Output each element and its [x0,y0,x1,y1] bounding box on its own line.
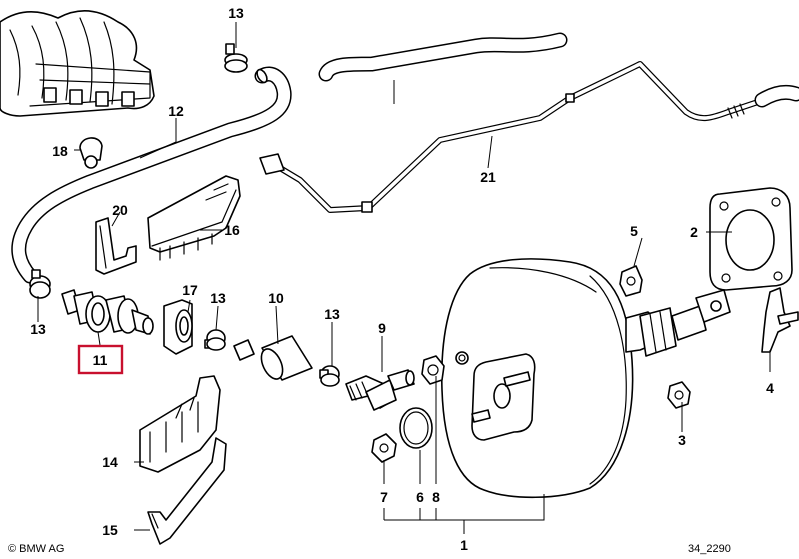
callout-8: 8 [432,489,440,505]
bracket-19 [95,217,137,275]
callout-15: 16 [224,222,240,238]
callout-13-left: 13 [30,321,46,337]
leader-lines [37,22,771,534]
callout-5: 5 [630,223,638,239]
hose-clamp-13-top [224,43,248,73]
callout-7: 7 [380,489,388,505]
callout-17: 17 [182,282,198,298]
callout-13-mid: 13 [210,290,226,306]
clip-nut-5 [619,265,643,297]
hose-10 [260,335,313,381]
hose-clamp-13-right [319,365,340,387]
copyright-text: © BMW AG [8,543,64,555]
o-ring-6 [399,407,433,449]
clip-18 [79,137,103,169]
callout-10: 10 [268,290,284,306]
callout-16: 15 [102,522,118,538]
bracket-14 [139,375,221,473]
nut-3 [667,381,691,409]
highlight-box-part-11 [77,344,124,375]
callout-12: 12 [168,103,184,119]
callout-20: 21 [480,169,496,185]
gasket-2 [709,187,793,291]
drawing-number: 34_2290 [688,543,731,555]
callout-14: 14 [102,454,118,470]
callout-4: 4 [766,380,774,396]
callout-6: 6 [416,489,424,505]
callout-13-top: 13 [228,5,244,21]
holder-15 [147,175,241,261]
hose-clamp-13-left [29,269,51,299]
elbow-fitting-9 [345,369,415,411]
vacuum-hose-12 [11,66,292,284]
nut-7 [371,433,397,463]
pipe-20 [259,61,799,213]
grommet-17 [163,299,193,355]
brake-booster-1 [440,258,731,499]
hose-21 [318,32,568,82]
intake-manifold [0,9,155,117]
callout-19: 20 [112,202,128,218]
callout-3: 3 [678,432,686,448]
clamp-16 [147,437,227,545]
hose-clamp-13-mid [204,329,226,351]
callout-1: 1 [460,537,468,553]
callout-13-right: 13 [324,306,340,322]
callout-9: 9 [378,320,386,336]
clevis-pin-4 [761,287,799,353]
callout-11: 11 [93,352,108,368]
check-valve-11 [61,289,154,335]
callout-18: 18 [52,143,68,159]
grommet-8 [421,355,445,385]
callout-labels: 13 12 18 20 16 13 11 17 13 10 13 9 21 5 … [30,5,774,553]
adapter-piece [233,339,255,361]
callout-2: 2 [690,224,698,240]
